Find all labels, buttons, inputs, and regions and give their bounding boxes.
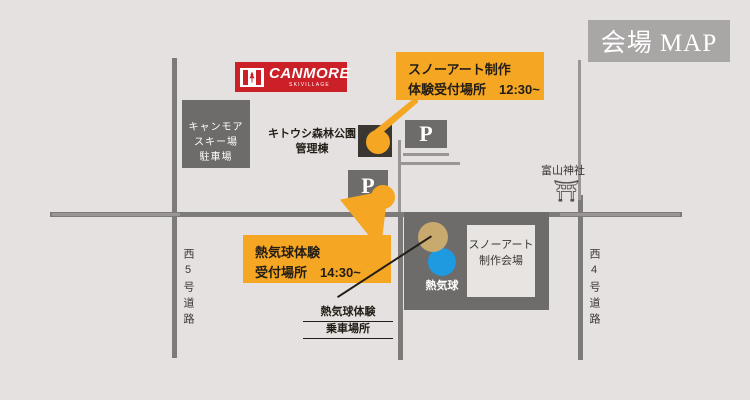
balloon-boarding-marker-dot [418, 222, 448, 252]
snow-art-venue-line1: スノーアート [468, 239, 534, 251]
canmore-logo-name: CANMORE [269, 65, 350, 82]
road-vertical-plot-left [398, 212, 403, 360]
snow-art-marker-dot [366, 130, 390, 154]
admin-building-line2: 管理棟 [295, 143, 329, 155]
admin-building-line1: キトウシ森林公園 [268, 128, 356, 140]
parking-north[interactable]: P [405, 120, 447, 148]
ski-parking-line3: 駐車場 [199, 152, 233, 163]
admin-building-label: キトウシ森林公園 管理棟 [264, 127, 360, 157]
canmore-logo: CANMORE SKIVILLAGE [235, 62, 350, 92]
page-title: 会場 MAP [588, 20, 730, 62]
parking-north-edge [403, 153, 449, 156]
balloon-callout: 熱気球体験 受付場所 14:30~ [243, 235, 391, 283]
snow-art-callout-line2: 体験受付場所 12:30~ [408, 82, 540, 97]
plot-snow-art-venue [467, 225, 535, 297]
balloon-callout-line1: 熱気球体験 [255, 245, 321, 260]
ski-parking-line1: キャンモア [188, 122, 244, 133]
canmore-emblem-icon [240, 67, 264, 87]
balloon-label-text: 熱気球 [425, 280, 459, 292]
snow-art-callout: スノーアート制作 体験受付場所 12:30~ [396, 52, 544, 100]
page-title-text: 会場 MAP [600, 30, 718, 57]
snow-art-venue-line2: 制作会場 [479, 255, 523, 267]
balloon-boarding-line1: 熱気球体験 [303, 305, 393, 322]
balloon-marker-dot [428, 248, 456, 276]
road-label-west4-text: 西4号道路 [588, 248, 600, 329]
torii-gate-glyph: ⛩ [553, 180, 580, 203]
shrine-label-text: 富山神社 [541, 165, 585, 177]
snow-art-callout-line1: スノーアート制作 [408, 62, 511, 77]
balloon-boarding-line2: 乗車場所 [303, 322, 393, 339]
parking-north-label: P [419, 121, 433, 146]
road-horizontal-upper-left [52, 213, 180, 216]
road-vertical-mid [578, 60, 581, 200]
balloon-reception-marker-dot [371, 185, 395, 209]
plot-ski-parking-label: キャンモア スキー場 駐車場 [182, 120, 250, 165]
balloon-boarding-label: 熱気球体験 乗車場所 [303, 305, 393, 339]
canmore-logo-sub: SKIVILLAGE [289, 82, 330, 88]
shrine-label: 富山神社 [513, 163, 613, 179]
plot-ski-parking [182, 100, 250, 168]
road-label-west4: 西4号道路 [586, 248, 602, 329]
balloon-callout-line2: 受付場所 14:30~ [255, 265, 361, 280]
road-label-west5-text: 西5号道路 [182, 248, 194, 329]
road-vertical-admin-spur [398, 140, 401, 212]
road-vertical-west4 [578, 195, 583, 360]
balloon-label: 熱気球 [412, 279, 472, 294]
ski-parking-line2: スキー場 [194, 137, 238, 148]
snow-art-venue-label: スノーアート 制作会場 [467, 237, 535, 269]
torii-gate-icon: ⛩ [553, 181, 580, 202]
road-horizontal-admin-spur [398, 162, 460, 165]
road-horizontal-upper-right [560, 213, 680, 216]
road-vertical-west5 [172, 58, 177, 358]
road-label-west5: 西5号道路 [180, 248, 196, 329]
